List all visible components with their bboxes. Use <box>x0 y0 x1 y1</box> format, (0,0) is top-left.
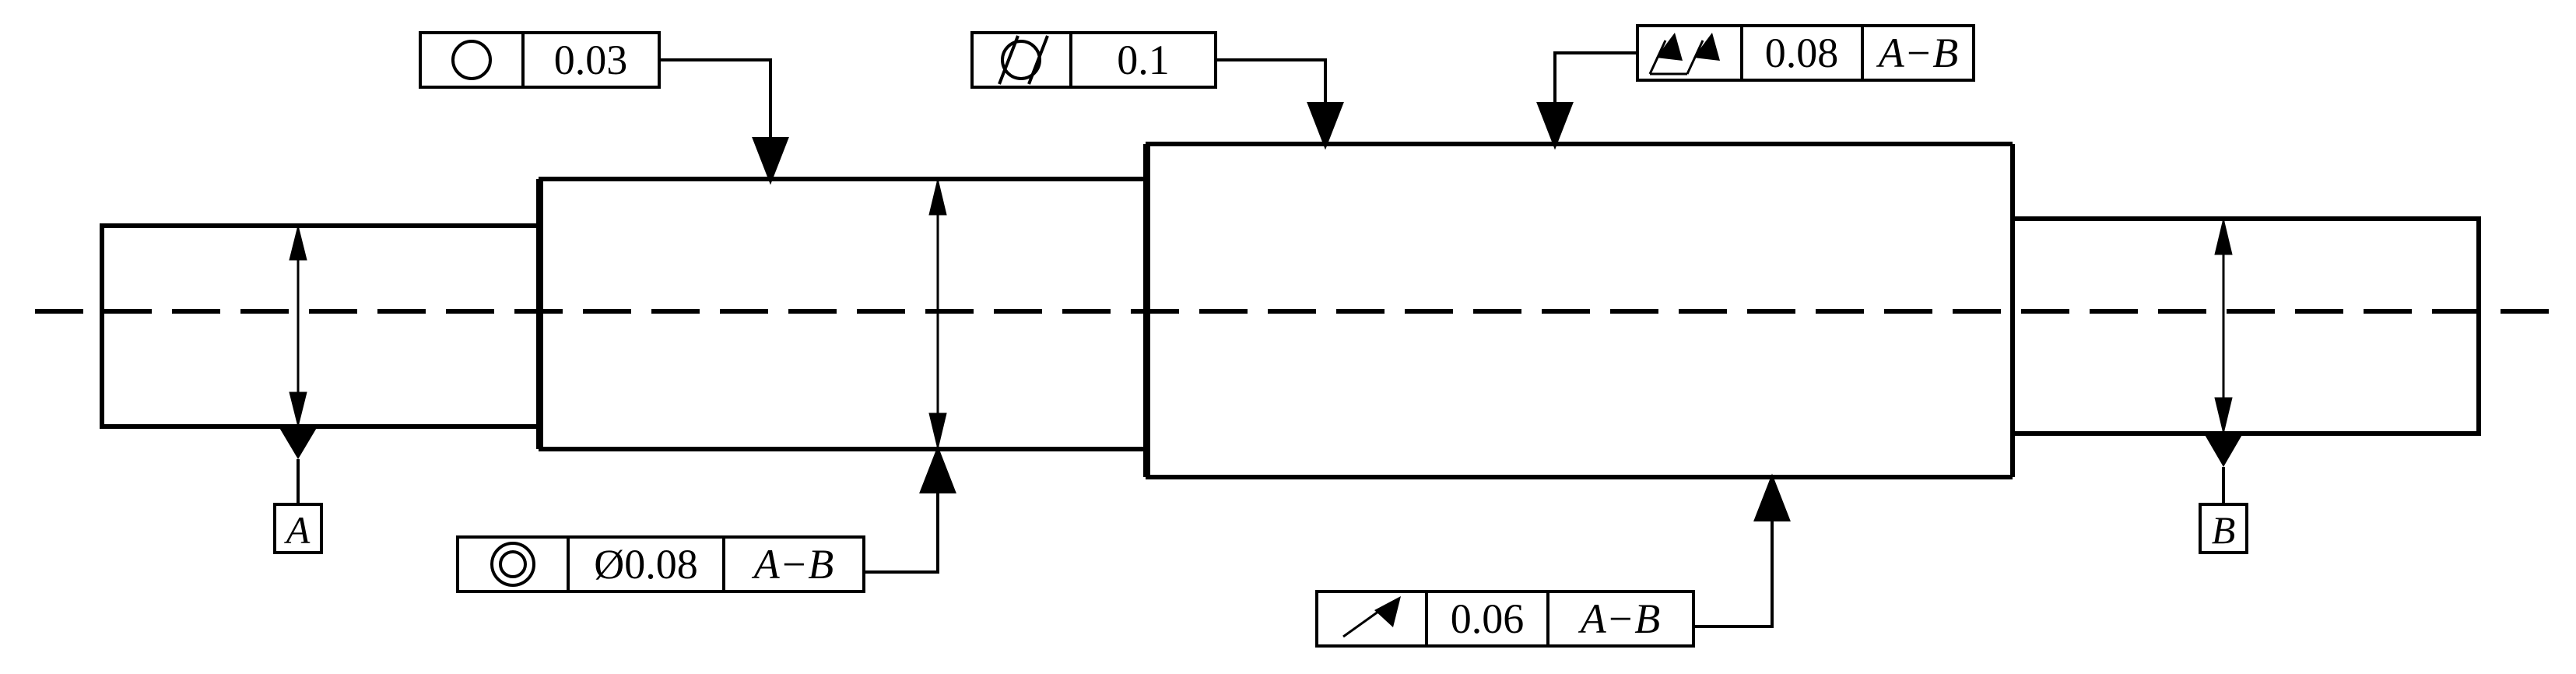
leader-arrowhead <box>919 445 956 493</box>
fcf-total-runout-tolerance: 0.08 <box>1765 30 1839 76</box>
dim-right-journal <box>2214 218 2233 434</box>
fcf-circularity[interactable]: 0.03 <box>419 31 661 89</box>
leader-cylindricity <box>1216 58 1344 150</box>
datum-a-label: A <box>284 508 311 552</box>
fcf-cylindricity-tolerance: 0.1 <box>1117 37 1170 83</box>
dim-second-step <box>928 178 947 450</box>
shaft-section-left-journal <box>100 223 539 429</box>
datum-b-triangle <box>2204 434 2243 467</box>
dim-left-journal <box>289 225 307 427</box>
dim-arrow-down <box>928 412 947 450</box>
leader-lines <box>659 51 1791 628</box>
datum-a-triangle <box>279 427 318 459</box>
fcf-circularity-tolerance: 0.03 <box>554 37 628 83</box>
total-runout-icon <box>1648 33 1720 75</box>
fcf-concentricity[interactable]: Ø0.08 A−B <box>456 535 865 593</box>
shaft-section-right-journal <box>2013 216 2481 436</box>
fcf-cylindricity[interactable]: 0.1 <box>970 31 1217 89</box>
leader-circular-runout <box>1693 473 1791 628</box>
dim-arrow-up <box>289 225 307 261</box>
dim-arrow-down <box>2214 397 2233 434</box>
fcf-circular-runout[interactable]: 0.06 A−B <box>1315 590 1695 648</box>
dim-arrow-up <box>928 178 947 216</box>
fcf-total-runout-datum: A−B <box>1876 30 1958 76</box>
leader-arrowhead <box>1536 102 1574 150</box>
leader-arrowhead <box>1753 473 1791 521</box>
dimension-lines <box>289 178 2233 450</box>
leader-concentricity <box>864 445 956 574</box>
fcf-concentricity-tolerance: Ø0.08 <box>594 541 698 588</box>
cylindricity-icon <box>998 35 1049 85</box>
dim-arrow-down <box>289 391 307 427</box>
leader-circularity <box>659 58 789 185</box>
fcf-circular-runout-tolerance: 0.06 <box>1451 595 1525 642</box>
datum-b-label: B <box>2212 508 2236 552</box>
concentricity-icon <box>490 542 535 587</box>
fcf-circular-runout-datum: A−B <box>1578 595 1660 642</box>
datum-feature-a[interactable]: A <box>273 427 323 554</box>
datum-feature-b[interactable]: B <box>2199 434 2248 554</box>
fcf-total-runout[interactable]: 0.08 A−B <box>1636 24 1975 82</box>
leader-arrowhead <box>752 137 789 185</box>
dim-arrow-up <box>2214 218 2233 255</box>
circularity-icon <box>451 40 492 80</box>
fcf-concentricity-datum: A−B <box>752 541 834 588</box>
circular-runout-icon <box>1342 596 1401 638</box>
leader-arrowhead <box>1307 102 1344 150</box>
leader-total-runout <box>1536 51 1637 150</box>
